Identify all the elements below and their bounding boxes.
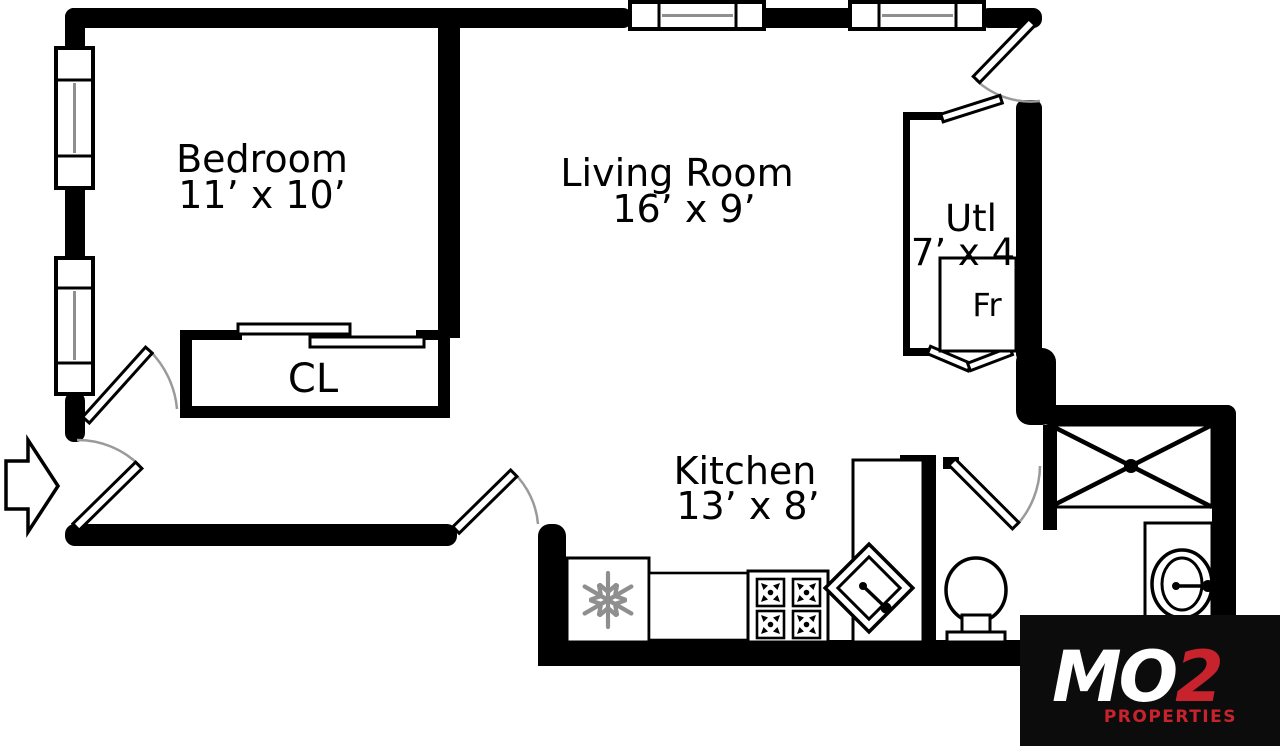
wall-util-bottom [903,348,935,356]
kitchen-fixtures [565,458,925,644]
utility-fixtures [938,256,1018,353]
sliding-door-icon [308,335,426,349]
balcony-door-leaf-1 [971,16,1038,85]
entry-door-leaf [70,459,145,533]
door-arc-icon [1015,465,1042,527]
stove-burners-icon [746,569,830,644]
wall-kitchen-left [538,524,566,660]
svg-text:MO2: MO2 [1052,636,1221,718]
walls [65,8,1236,666]
bathroom-door-leaf [946,456,1021,531]
kitchen-dims: 13’ x 8’ [676,484,819,528]
wall-left-upper [65,8,85,54]
wall-bath-top [1040,405,1236,425]
bedroom-door-leaf [80,345,155,426]
utility-label: Utl [945,197,997,240]
wall-bottom-left [65,524,457,546]
logo-mo: MO [1052,636,1176,718]
wall-kitchen-bottom [538,640,1038,666]
kitchen-label: Kitchen [674,449,817,493]
door-arc-icon [975,79,1041,103]
wall-bath-right [1212,405,1236,650]
wall-util-right [1016,100,1042,362]
kitchen-sink-icon [822,541,916,635]
window-bedroom-lower [54,256,95,396]
logo-background [1020,615,1280,746]
furnace-box [938,256,1018,353]
door-arc-icon [76,438,140,466]
entry-arrow-icon [4,434,61,538]
balcony-door-leaf-2 [938,93,1005,124]
brand-logo: MO2 PROPERTIES [1020,615,1280,746]
utility-dims: 7’ x 4 [911,231,1015,274]
door-arc-icon [148,349,179,410]
closet-wall-left [180,330,192,418]
window-top-living-2 [848,0,986,31]
closet-wall-top-left [180,330,242,340]
room-labels: Bedroom 11’ x 10’ Living Room 16’ x 9’ K… [176,137,1015,528]
living-room-label: Living Room [560,151,793,195]
wall-util-left [903,112,910,356]
closet-sliding-doors [236,322,426,349]
logo-two: 2 [1175,636,1221,718]
wall-util-top [903,112,942,120]
shower-icon [1048,422,1214,510]
door-arc-icon [513,472,540,525]
closet-wall-right [438,330,450,418]
wall-divider-bedroom [438,8,460,338]
window-bedroom-upper [54,46,95,190]
window-top-living-1 [628,0,766,31]
wall-bath-divider [922,457,936,647]
wall-left-lower [65,392,85,442]
wall-top-mid [762,8,852,28]
utility-bifold-door [925,344,1015,373]
living-room-dims: 16’ x 9’ [612,187,755,231]
closet-label: CL [288,356,339,402]
wall-top-left [65,8,632,28]
sliding-door-icon [236,322,352,336]
bathroom-fixtures [944,422,1214,647]
bedroom-dims: 11’ x 10’ [178,173,346,217]
closet-wall-bottom [180,406,450,418]
logo-tagline: PROPERTIES [1104,707,1237,727]
closet-wall-top-right [416,330,450,340]
bedroom-label: Bedroom [176,137,348,181]
toilet-icon [944,556,1008,644]
doors [70,16,1042,536]
kitchen-door-leaf [450,467,520,536]
wall-shower-left [1043,425,1057,530]
fridge-label: Fr [972,286,1002,324]
wall-left-mid [65,186,85,260]
kitchen-counter [647,571,750,642]
